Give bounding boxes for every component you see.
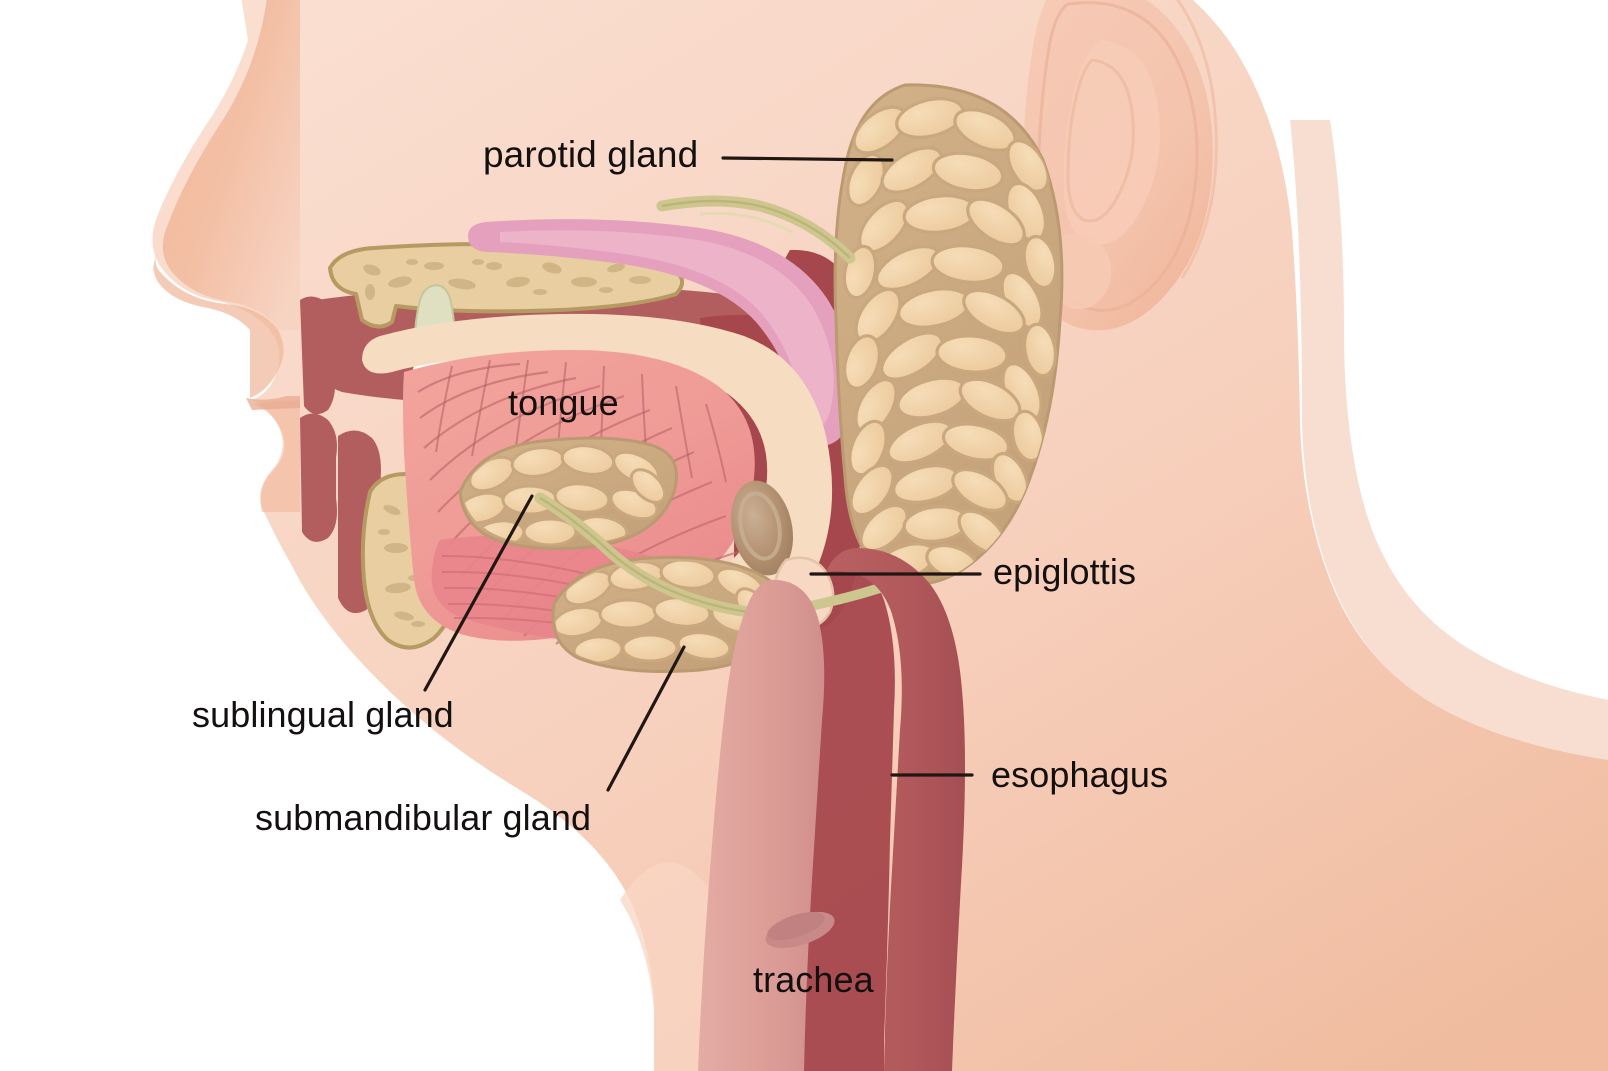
label-trachea: trachea — [753, 959, 874, 1000]
parotid-gland — [833, 83, 1064, 586]
label-parotid-gland: parotid gland — [483, 134, 699, 175]
ear — [1021, 0, 1218, 331]
parotid-lobules — [842, 97, 1058, 582]
leader-sublingual — [423, 494, 534, 692]
label-sublingual-gland: sublingual gland — [192, 694, 454, 735]
label-tongue: tongue — [508, 382, 619, 423]
label-submandibular-gland: submandibular gland — [255, 797, 592, 838]
esophagus — [826, 548, 965, 1071]
leader-submandibular — [606, 645, 686, 792]
maxilla-trabeculae — [363, 259, 651, 300]
soft-palate — [468, 219, 855, 446]
neck-shadow — [1290, 120, 1608, 762]
upper-lip — [153, 250, 284, 398]
lower-lip — [252, 400, 300, 512]
label-epiglottis: epiglottis — [993, 551, 1137, 592]
nose — [162, 0, 300, 330]
label-esophagus: esophagus — [991, 754, 1169, 795]
parotid-duct-outline — [661, 199, 851, 259]
parotid-duct-highlight — [699, 211, 793, 234]
leader-parotid — [721, 156, 894, 162]
mouth-line — [246, 396, 300, 410]
trachea — [698, 579, 835, 1071]
palatine-tonsil — [731, 480, 793, 576]
leader-lines — [423, 156, 982, 792]
